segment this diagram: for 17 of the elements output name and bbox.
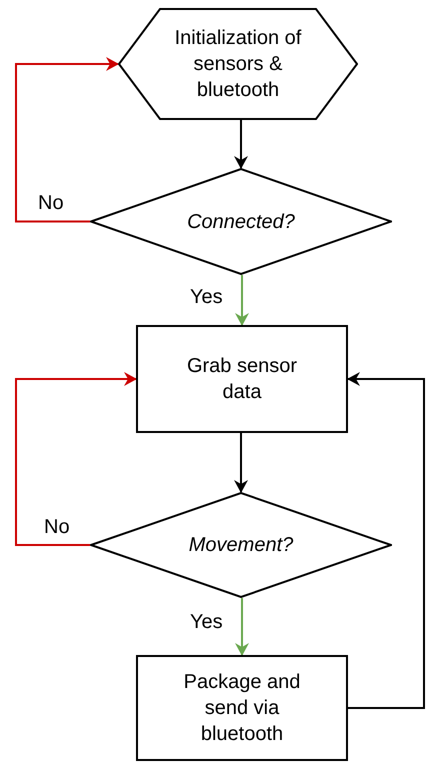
node-text: Initialization of sensors & bluetooth — [174, 26, 302, 103]
arrow — [234, 433, 248, 493]
node-text: Movement? — [188, 533, 294, 558]
process-box — [136, 325, 348, 433]
start-hexagon — [118, 8, 358, 120]
arrow — [15, 372, 137, 546]
arrow — [235, 598, 249, 656]
decision-diamond — [90, 492, 392, 598]
node-text: Grab sensor data — [186, 354, 298, 405]
arrow — [347, 372, 425, 709]
decision-diamond — [90, 168, 392, 275]
arrow — [234, 120, 248, 169]
node-text: Connected? — [186, 210, 296, 234]
arrow — [15, 57, 119, 222]
node-text: Package and send via bluetooth — [182, 670, 302, 747]
arrow — [235, 275, 249, 326]
process-box — [136, 655, 348, 761]
